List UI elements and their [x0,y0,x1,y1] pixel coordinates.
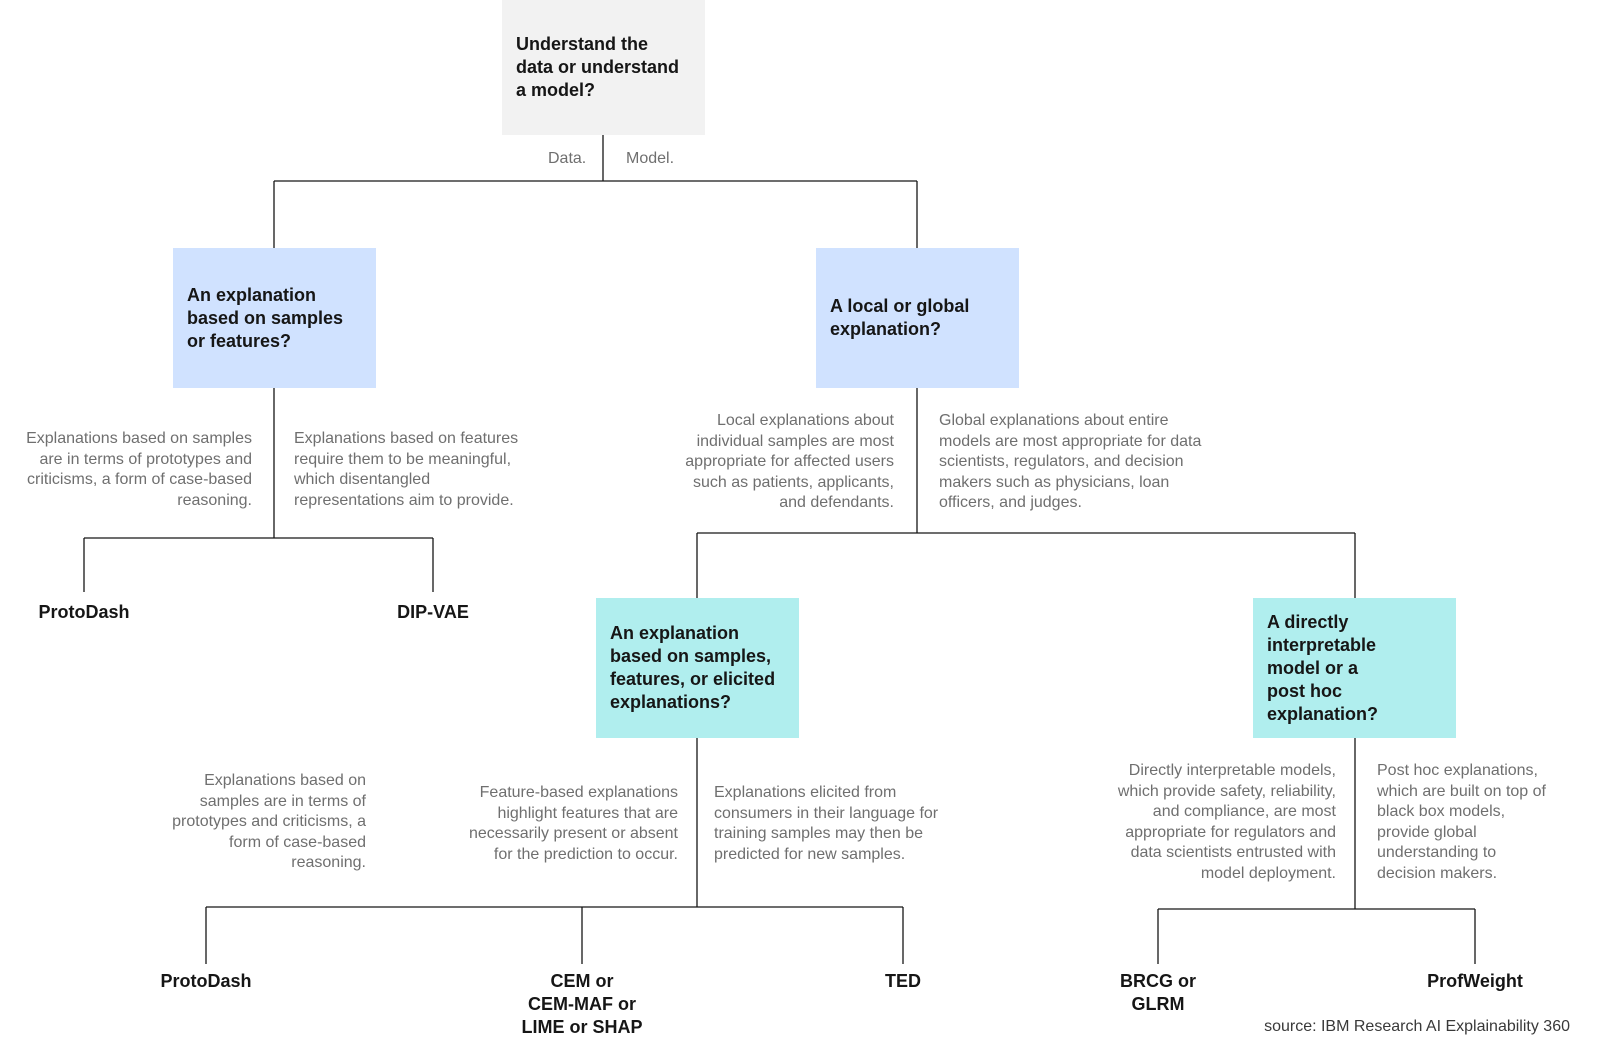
leaf-protodash-local: ProtoDash [160,971,252,991]
note-local: Local explanations about individual samp… [685,412,894,511]
data-question-box: An explanation based on samples or featu… [173,248,376,388]
branch-label-model: Model. [626,150,675,167]
note-local-samples: Explanations based on samples are in ter… [172,772,366,871]
note-local-features: Feature-based explanations highlight fea… [469,784,678,863]
branch-label-data: Data. [548,150,587,167]
leaf-cem-lime-shap: CEM or CEM-MAF or LIME or SHAP [521,971,643,1037]
model-question-text: A local or global explanation? [830,296,970,339]
global-question-text: A directly interpretable model or a post… [1267,611,1379,724]
leaf-profweight: ProfWeight [1427,971,1523,991]
note-direct: Directly interpretable models, which pro… [1117,762,1336,882]
note-local-elicited: Explanations elicited from consumers in … [714,784,939,863]
model-question-box: A local or global explanation? [816,248,1019,388]
note-posthoc: Post hoc explanations, which are built o… [1377,762,1546,882]
leaf-brcg-glrm: BRCG or GLRM [1120,971,1196,1014]
source-credit: source: IBM Research AI Explainability 3… [1264,1018,1570,1035]
leaf-ted: TED [885,971,921,991]
leaf-protodash-data: ProtoDash [38,602,130,622]
leaf-dip-vae: DIP-VAE [397,602,469,622]
local-question-text: An explanation based on samples, feature… [610,623,776,712]
global-question-box: A directly interpretable model or a post… [1253,598,1456,738]
local-question-box: An explanation based on samples, feature… [596,598,799,738]
note-data-features: Explanations based on features require t… [294,430,519,509]
note-data-samples: Explanations based on samples are in ter… [26,430,252,509]
root-question-text: Understand the data or understand a mode… [516,34,680,100]
note-global: Global explanations about entire models … [939,412,1202,511]
data-question-text: An explanation based on samples or featu… [187,284,344,351]
root-question-box: Understand the data or understand a mode… [502,0,705,135]
